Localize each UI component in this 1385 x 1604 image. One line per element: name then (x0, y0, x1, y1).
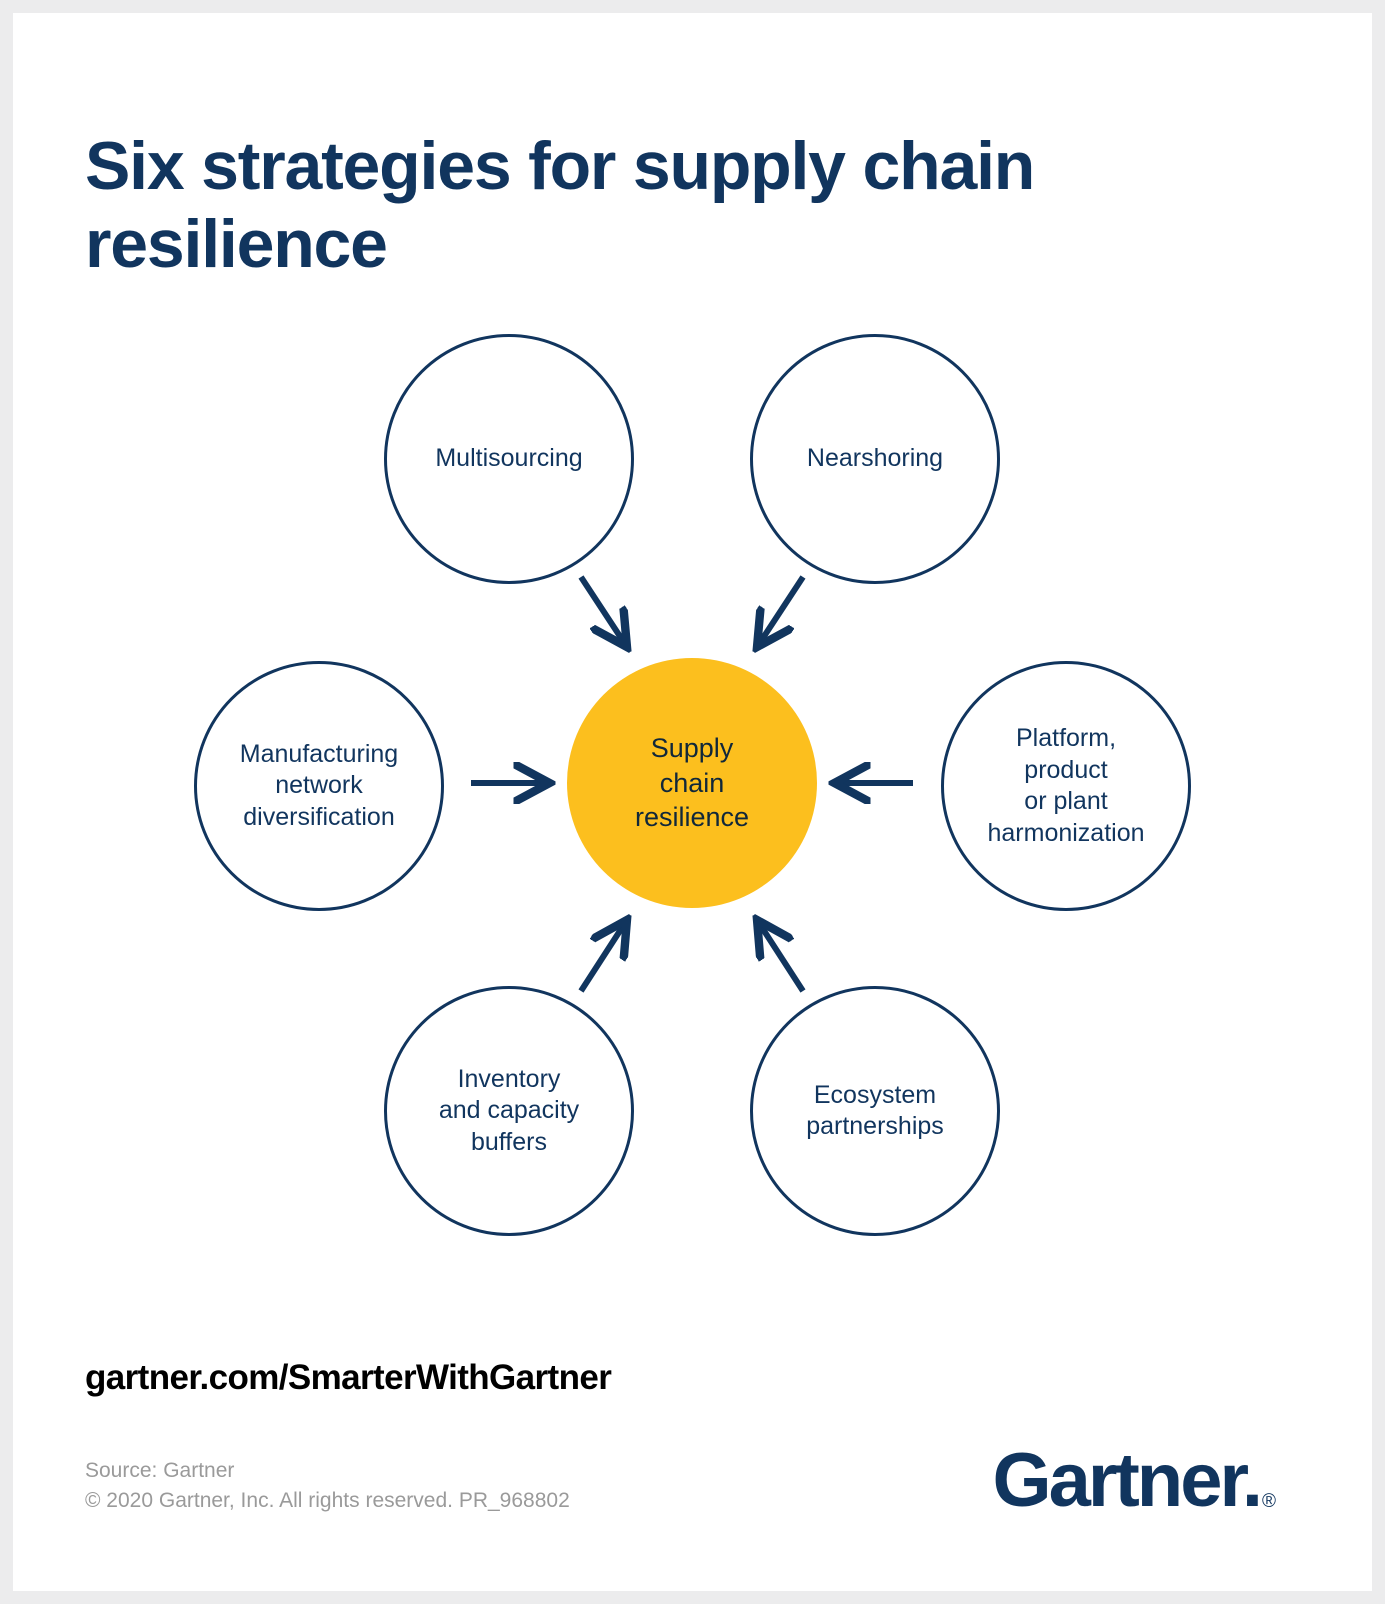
page-title: Six strategies for supply chain resilien… (85, 127, 1035, 283)
node-platform-product-or-plant-harmonization[interactable]: Platform, product or plant harmonization (941, 661, 1191, 911)
node-supply-chain-resilience-center[interactable]: Supply chain resilience (567, 658, 817, 908)
arrow-inventory-to-center (578, 923, 625, 993)
copyright-line: © 2020 Gartner, Inc. All rights reserved… (85, 1489, 570, 1513)
node-manufacturing-network-diversification[interactable]: Manufacturing network diversification (194, 661, 444, 911)
gartner-url[interactable]: gartner.com/SmarterWithGartner (85, 1358, 612, 1397)
node-ecosystem-partnerships[interactable]: Ecosystem partnerships (750, 986, 1000, 1236)
diagram-arrows (471, 575, 913, 993)
node-nearshoring[interactable]: Nearshoring (750, 334, 1000, 584)
node-inventory-and-capacity-buffers[interactable]: Inventory and capacity buffers (384, 986, 634, 1236)
arrow-multisourcing-to-center (578, 575, 625, 644)
node-inventory-label: Inventory and capacity buffers (438, 1064, 580, 1156)
node-manufacturing-label: Manufacturing network diversification (239, 739, 399, 831)
node-multisourcing[interactable]: Multisourcing (384, 334, 634, 584)
registered-trademark-icon: ® (1262, 1491, 1276, 1512)
arrow-nearshoring-to-center (759, 575, 806, 644)
arrow-ecosystem-to-center (759, 923, 806, 993)
credits-block: Source: Gartner © 2020 Gartner, Inc. All… (85, 1456, 570, 1517)
node-platform-label: Platform, product or plant harmonization (987, 724, 1145, 847)
node-nearshoring-label: Nearshoring (806, 444, 944, 473)
gartner-logo: Gartner. ® (993, 1443, 1276, 1519)
node-center-label: Supply chain resilience (634, 733, 750, 833)
node-ecosystem-label: Ecosystem partnerships (806, 1080, 944, 1141)
supply-chain-resilience-diagram: Multisourcing Nearshoring Manufacturing … (13, 313, 1372, 1273)
node-multisourcing-label: Multisourcing (435, 444, 583, 473)
source-line: Source: Gartner (85, 1459, 235, 1482)
content-card: Six strategies for supply chain resilien… (13, 13, 1372, 1591)
gartner-logo-wordmark: Gartner. (992, 1438, 1263, 1523)
